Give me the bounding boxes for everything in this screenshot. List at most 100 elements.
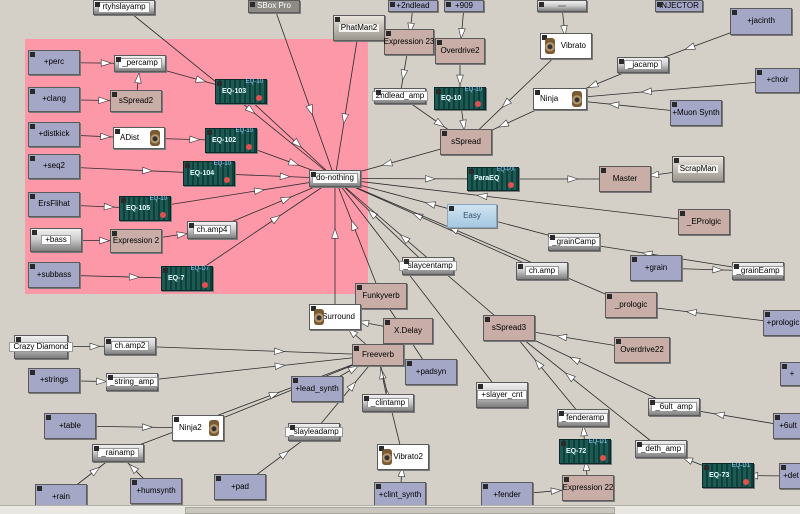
node-prologic-plus[interactable]: +prologic [763,310,800,336]
node-partial-right[interactable]: + [780,362,800,386]
node-dethamp[interactable]: _deth_amp [635,440,687,458]
node-choir[interactable]: +choir [755,68,800,93]
input-pin-icon[interactable] [121,198,126,203]
wire-champ2-to-freeverb[interactable] [129,345,379,356]
node-do-nothing[interactable]: do-nothing [309,170,361,187]
input-pin-icon[interactable] [680,211,685,216]
input-pin-icon[interactable] [550,235,555,240]
node-distkick[interactable]: +distkick [28,122,80,147]
input-pin-icon[interactable] [650,400,655,405]
node-perc[interactable]: +perc [28,50,80,75]
wire-slayleadamp-to-freeverb[interactable] [313,354,379,433]
input-pin-icon[interactable] [386,31,391,36]
node-master[interactable]: Master [599,166,651,192]
input-pin-icon[interactable] [601,168,606,173]
wire-6ult-amp-to-sspread3[interactable] [508,327,675,408]
node-surround[interactable]: Surround [309,304,361,330]
node-slayer-cnt[interactable]: +slayer_cnt [476,382,528,408]
input-pin-icon[interactable] [30,52,35,57]
node-det[interactable]: +det [779,463,800,489]
knob-icon[interactable] [246,144,252,150]
input-pin-icon[interactable] [775,415,780,420]
input-pin-icon[interactable] [407,361,412,366]
node-overdrive2[interactable]: Overdrive2 [435,38,485,64]
input-pin-icon[interactable] [112,231,117,236]
node-fenderamp[interactable]: _fenderamp [557,409,609,427]
node-strings[interactable]: +strings [28,368,80,393]
wire-champ-to-do-nothing[interactable] [334,178,543,272]
knob-icon[interactable] [508,182,514,188]
input-pin-icon[interactable] [449,206,454,211]
wire-dethamp-to-sspread3[interactable] [508,327,662,450]
node-lead-synth[interactable]: +lead_synth [291,376,343,402]
input-pin-icon[interactable] [30,264,35,269]
node-champ4[interactable]: ch.amp4 [187,221,237,239]
knob-icon[interactable] [202,282,208,288]
input-pin-icon[interactable] [189,223,194,228]
node-easy[interactable]: Easy [447,204,497,228]
input-pin-icon[interactable] [485,317,490,322]
scrollbar-thumb[interactable] [185,507,615,514]
input-pin-icon[interactable] [163,268,168,273]
input-pin-icon[interactable] [781,465,786,470]
node-clang[interactable]: +clang [28,87,80,112]
wire-eprologic-to-do-nothing[interactable] [334,178,705,223]
input-pin-icon[interactable] [311,172,316,177]
node-6ult[interactable]: +6ult [773,413,800,439]
input-pin-icon[interactable] [390,2,395,7]
node-percamp[interactable]: _percamp [114,55,166,72]
node-scrapman[interactable]: ScrapMan [672,156,724,182]
horizontal-scrollbar[interactable] [0,505,800,514]
input-pin-icon[interactable] [364,396,369,401]
input-pin-icon[interactable] [518,264,523,269]
input-pin-icon[interactable] [112,92,117,97]
input-pin-icon[interactable] [535,90,540,95]
input-pin-icon[interactable] [539,2,544,7]
input-pin-icon[interactable] [478,384,483,389]
node-sspread3[interactable]: sSpread3 [483,315,535,341]
wire-eq103-to-do-nothing[interactable] [240,91,336,179]
input-pin-icon[interactable] [765,312,770,317]
input-pin-icon[interactable] [311,306,316,311]
input-pin-icon[interactable] [616,339,621,344]
input-pin-icon[interactable] [385,320,390,325]
input-pin-icon[interactable] [446,2,451,7]
input-pin-icon[interactable] [379,446,384,451]
node-prologic[interactable]: _prologic [605,292,657,318]
node-champ2[interactable]: ch.amp2 [104,337,156,355]
input-pin-icon[interactable] [442,131,447,136]
node-sspread2[interactable]: sSpread2 [110,90,162,112]
input-pin-icon[interactable] [250,2,255,7]
knob-icon[interactable] [475,101,481,107]
input-pin-icon[interactable] [30,194,35,199]
input-pin-icon[interactable] [115,129,120,134]
input-pin-icon[interactable] [757,70,762,75]
node-slaycentamp[interactable]: _slaycentamp [399,257,457,275]
input-pin-icon[interactable] [30,89,35,94]
input-pin-icon[interactable] [16,337,21,342]
node-graincamp[interactable]: _grainCamp [548,233,600,251]
knob-icon[interactable] [743,479,749,485]
input-pin-icon[interactable] [293,378,298,383]
wire-rainamp-to-freeverb[interactable] [117,354,379,454]
wire-choir-to-ninja[interactable] [559,80,778,100]
input-pin-icon[interactable] [619,59,624,64]
knob-icon[interactable] [256,95,262,101]
node-grain[interactable]: +grain [630,255,682,281]
input-pin-icon[interactable] [732,10,737,15]
wire-vibrato-to-sspread[interactable] [465,45,567,143]
node-humsynth[interactable]: +humsynth [130,478,182,504]
input-pin-icon[interactable] [290,425,295,430]
input-pin-icon[interactable] [483,484,488,489]
input-pin-icon[interactable] [376,484,381,489]
input-pin-icon[interactable] [32,230,37,235]
input-pin-icon[interactable] [657,2,662,7]
